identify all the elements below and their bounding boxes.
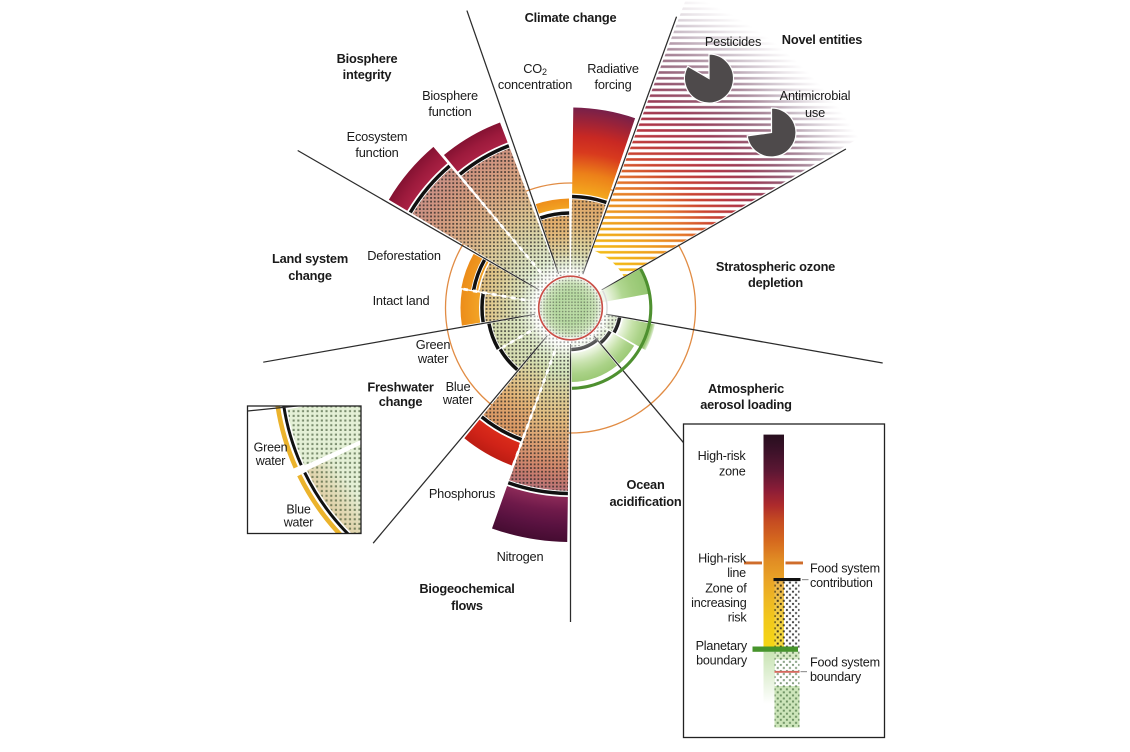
svg-text:Ecosystem: Ecosystem — [347, 129, 408, 144]
svg-text:Planetary: Planetary — [696, 639, 748, 653]
svg-text:Nitrogen: Nitrogen — [497, 549, 544, 564]
svg-text:Pesticides: Pesticides — [705, 34, 761, 49]
svg-text:water: water — [417, 351, 449, 366]
svg-text:acidification: acidification — [609, 494, 681, 509]
svg-text:Blue: Blue — [446, 379, 471, 394]
svg-text:Phosphorus: Phosphorus — [429, 486, 495, 501]
svg-text:forcing: forcing — [594, 77, 631, 92]
svg-text:concentration: concentration — [498, 77, 572, 92]
svg-text:integrity: integrity — [343, 67, 393, 82]
svg-text:Stratospheric ozone: Stratospheric ozone — [716, 259, 835, 274]
svg-text:risk: risk — [728, 611, 748, 625]
svg-text:Food system: Food system — [810, 562, 880, 576]
svg-text:Novel entities: Novel entities — [782, 32, 862, 47]
svg-text:Zone of: Zone of — [705, 582, 747, 596]
svg-text:zone: zone — [719, 465, 746, 479]
svg-text:boundary: boundary — [696, 654, 748, 668]
svg-text:flows: flows — [451, 598, 483, 613]
svg-text:Biogeochemical: Biogeochemical — [419, 581, 514, 596]
svg-text:depletion: depletion — [748, 275, 803, 290]
svg-text:Freshwater: Freshwater — [367, 380, 433, 395]
svg-text:use: use — [805, 105, 825, 120]
svg-text:function: function — [355, 145, 398, 160]
svg-text:line: line — [727, 566, 746, 580]
svg-text:Food system: Food system — [810, 656, 880, 670]
svg-text:Antimicrobial: Antimicrobial — [780, 88, 851, 103]
svg-text:function: function — [428, 104, 471, 119]
svg-text:High-risk: High-risk — [698, 449, 747, 463]
svg-text:CO2: CO2 — [523, 61, 547, 77]
svg-text:Land system: Land system — [272, 251, 348, 266]
svg-text:Deforestation: Deforestation — [367, 248, 441, 263]
svg-text:boundary: boundary — [810, 670, 862, 684]
svg-text:Biosphere: Biosphere — [422, 88, 478, 103]
svg-text:Intact land: Intact land — [373, 293, 430, 308]
svg-text:Green: Green — [254, 441, 288, 455]
svg-text:Climate change: Climate change — [525, 10, 617, 25]
svg-text:contribution: contribution — [810, 576, 873, 590]
svg-text:change: change — [288, 268, 332, 283]
svg-text:Green: Green — [416, 337, 451, 352]
svg-text:Atmospheric: Atmospheric — [708, 381, 784, 396]
svg-text:High-risk: High-risk — [698, 552, 747, 566]
svg-text:water: water — [442, 392, 474, 407]
svg-text:water: water — [283, 516, 314, 530]
svg-text:Radiative: Radiative — [587, 61, 639, 76]
svg-text:Ocean: Ocean — [626, 477, 665, 492]
svg-text:change: change — [379, 394, 423, 409]
svg-text:Blue: Blue — [286, 503, 310, 517]
svg-text:increasing: increasing — [691, 596, 747, 610]
svg-text:aerosol loading: aerosol loading — [700, 397, 792, 412]
svg-text:Biosphere: Biosphere — [337, 51, 398, 66]
svg-text:water: water — [255, 454, 286, 468]
